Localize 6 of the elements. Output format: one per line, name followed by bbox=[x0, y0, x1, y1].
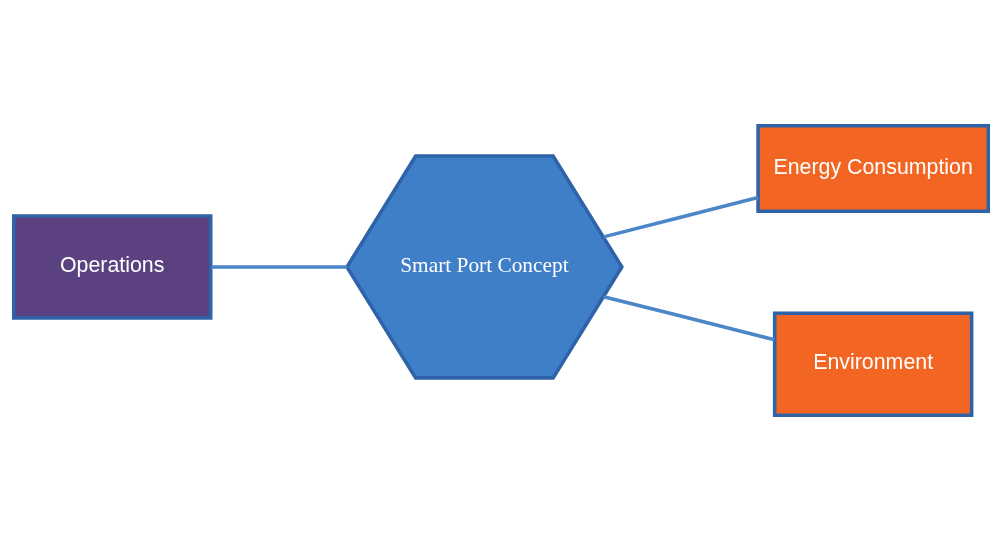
connector bbox=[211, 265, 348, 269]
connector bbox=[603, 294, 775, 342]
node-box: Energy Consumption bbox=[756, 123, 991, 213]
node-box: Operations bbox=[11, 214, 213, 320]
connector bbox=[603, 195, 759, 239]
node-box: Environment bbox=[772, 311, 974, 418]
